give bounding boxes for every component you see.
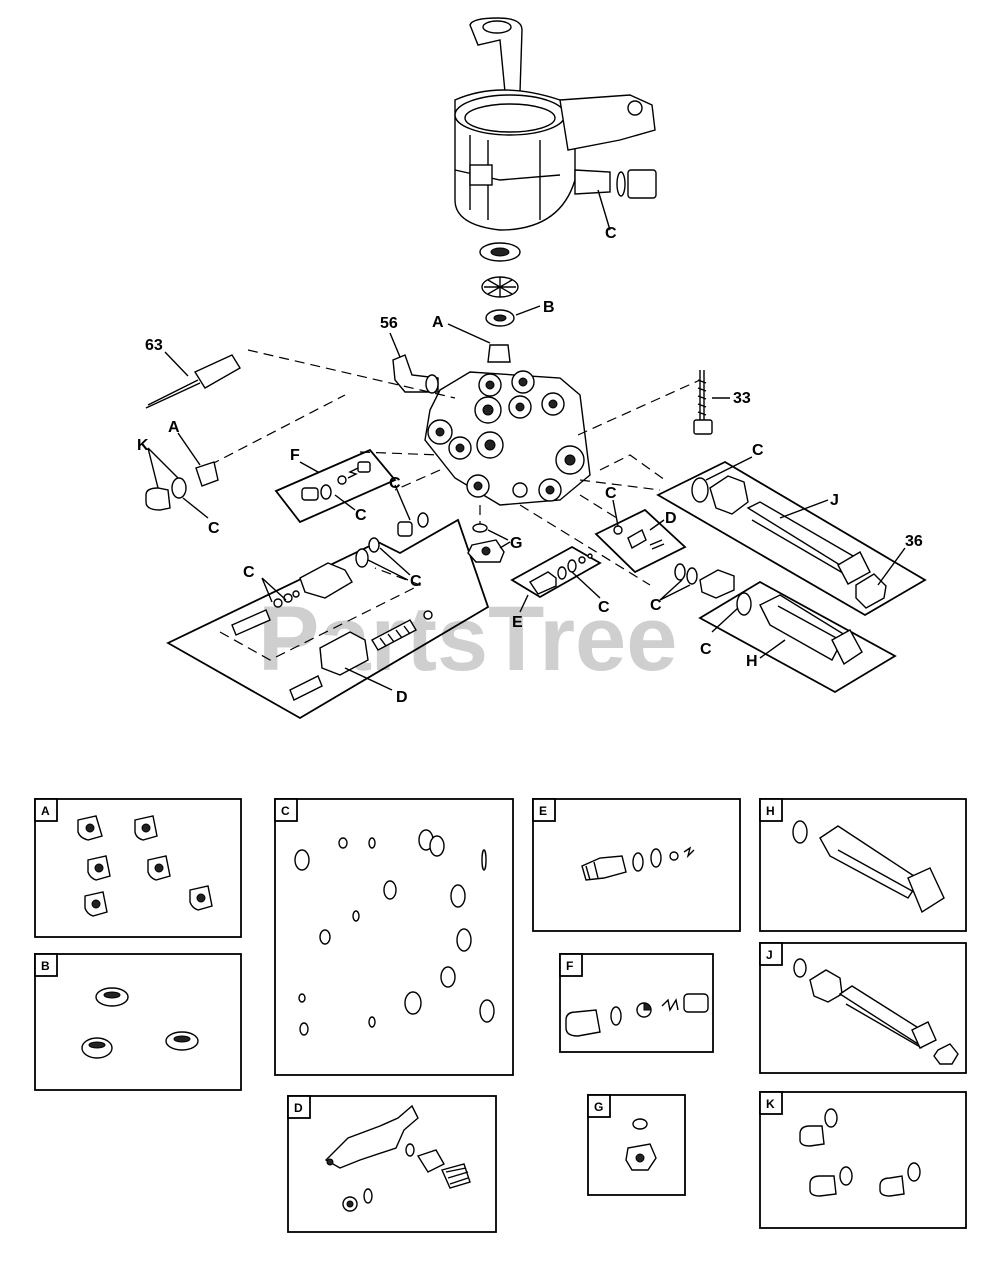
- manifold-body: [424, 370, 591, 506]
- callout-d-small: D: [665, 510, 677, 527]
- f-kit-parts: [301, 461, 371, 501]
- callout-63: 63: [145, 337, 163, 354]
- callout-e: E: [512, 614, 523, 631]
- callout-c-top: C: [605, 225, 617, 242]
- d-small-kit-parts: [613, 525, 665, 550]
- seal-stack: [479, 242, 521, 327]
- callout-c-h1: C: [650, 597, 662, 614]
- callout-k-left: K: [137, 437, 149, 454]
- e-kit-parts: [528, 553, 593, 595]
- kit-box-e: E: [532, 798, 741, 932]
- kit-f-label: F: [566, 959, 573, 973]
- callout-c-e-top: C: [605, 485, 617, 502]
- kit-box-g: G: [587, 1094, 686, 1196]
- part-g-fitting: [467, 523, 505, 563]
- h-lower-fittings: [674, 563, 735, 599]
- part-56-elbow: [392, 354, 439, 394]
- callout-c-d-mid: C: [410, 573, 422, 590]
- kit-k-label: K: [766, 1097, 775, 1111]
- callout-36: 36: [905, 533, 923, 550]
- kit-box-f: F: [559, 953, 714, 1053]
- kit-box-k: K: [759, 1091, 967, 1229]
- callout-33: 33: [733, 390, 751, 407]
- callout-a-left: A: [168, 419, 180, 436]
- kit-box-a: A: [34, 798, 242, 938]
- kit-box-d: D: [287, 1095, 497, 1233]
- callout-c-left: C: [208, 520, 220, 537]
- callout-b-top: B: [543, 299, 555, 316]
- callout-g: G: [510, 535, 522, 552]
- kit-c-label: C: [281, 804, 290, 818]
- kit-box-b: B: [34, 953, 242, 1091]
- kit-d-label: D: [294, 1101, 303, 1115]
- pump-housing: [454, 17, 657, 231]
- kit-box-j: J: [759, 942, 967, 1074]
- callout-56: 56: [380, 315, 398, 332]
- callout-c-j: C: [752, 442, 764, 459]
- callout-c-d-upper: C: [389, 475, 401, 492]
- d-kit-parts: [219, 512, 433, 701]
- kit-e-label: E: [539, 804, 547, 818]
- kit-h-label: H: [766, 804, 775, 818]
- kit-a-label: A: [41, 804, 50, 818]
- part-k-plug: [145, 477, 187, 511]
- watermark-text: PartsTree: [258, 588, 677, 690]
- kit-box-h: H: [759, 798, 967, 932]
- callout-j: J: [830, 492, 839, 509]
- part-33-bolt: [693, 370, 713, 435]
- kit-b-label: B: [41, 959, 50, 973]
- j-kit-parts: [691, 475, 887, 609]
- callout-c-e: C: [598, 599, 610, 616]
- kit-box-c: C: [274, 798, 514, 1076]
- callout-d: D: [396, 689, 408, 706]
- callout-c-f: C: [355, 507, 367, 524]
- part-63-probe: [145, 354, 241, 409]
- callout-h: H: [746, 653, 758, 670]
- h-kit-parts: [736, 592, 863, 666]
- kit-j-label: J: [766, 948, 773, 962]
- callout-c-h2: C: [700, 641, 712, 658]
- kit-g-label: G: [594, 1100, 603, 1114]
- callout-c-d-left: C: [243, 564, 255, 581]
- callout-a-top: A: [432, 314, 444, 331]
- callout-f: F: [290, 447, 300, 464]
